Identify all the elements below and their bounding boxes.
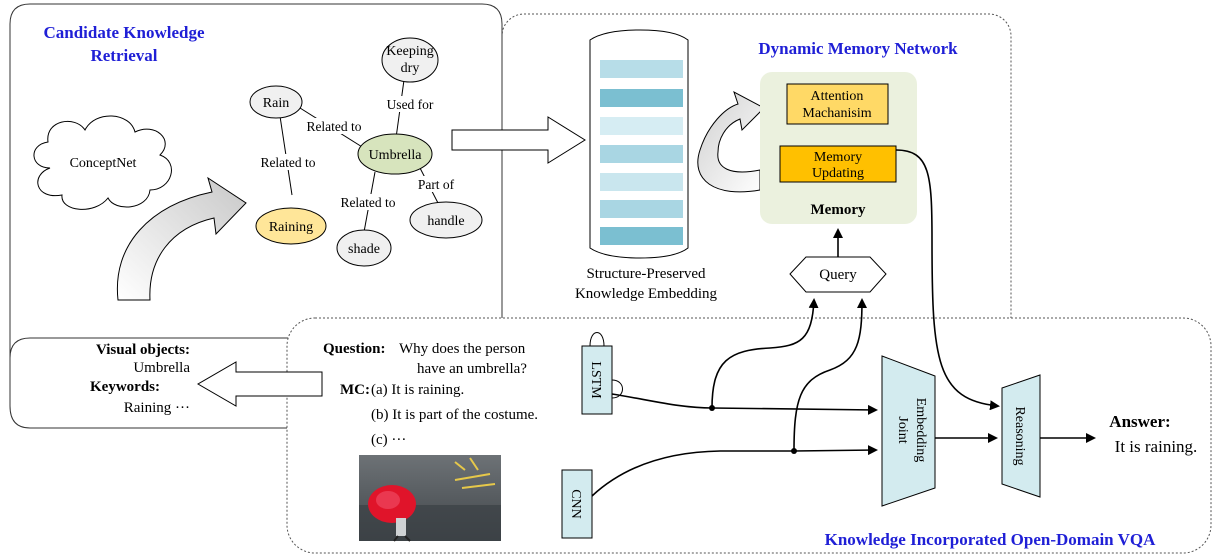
node-shade — [336, 229, 392, 267]
query-hexagon — [789, 256, 887, 293]
embedding-bar-4 — [600, 145, 683, 163]
answer-value: It is raining. — [1115, 437, 1198, 456]
memory-updating-label-line1: Memory — [814, 150, 862, 165]
reasoning-module — [1001, 374, 1041, 498]
joint-embedding-module — [881, 355, 936, 507]
node-umbrella-label: Umbrella — [369, 148, 423, 163]
conceptnet-label: ConceptNet — [70, 156, 137, 171]
edge-label-umbrella-keeping: Used for — [387, 97, 434, 112]
edge-label-rain-raining: Related to — [260, 155, 315, 170]
cnn-to-joint-arrow — [591, 445, 878, 497]
attention-label-line2: Machanisim — [802, 106, 871, 121]
question-label: Question: — [323, 341, 386, 357]
node-keeping-dry — [381, 37, 439, 83]
node-keeping-label-line1: Keeping — [386, 44, 433, 59]
question-to-keywords-arrow — [197, 361, 323, 407]
embedding-bar-1 — [600, 60, 683, 78]
question-line2: have an umbrella? — [417, 361, 527, 377]
memory-title: Dynamic Memory Network — [758, 39, 958, 58]
node-handle-label: handle — [427, 214, 464, 229]
mc-label: MC: — [340, 382, 370, 398]
retrieval-curved-arrow — [116, 176, 247, 301]
graph-to-embedding-arrow — [451, 116, 586, 164]
embedding-label-line2: Knowledge Embedding — [575, 286, 718, 302]
embedding-bar-7 — [600, 227, 683, 245]
node-handle — [409, 201, 483, 239]
node-raining — [255, 207, 327, 245]
attention-label-line1: Attention — [811, 89, 864, 104]
retrieval-frame-left — [9, 3, 31, 358]
node-shade-label: shade — [348, 242, 380, 257]
visual-objects-value: Umbrella — [133, 360, 190, 376]
cnn-label: CNN — [568, 489, 583, 519]
lstm-recurrent-loop — [589, 332, 605, 347]
cnn-to-query-arrow — [793, 298, 867, 452]
mc-option-b: (b) It is part of the costume. — [371, 407, 538, 423]
node-rain-label: Rain — [263, 96, 289, 111]
node-raining-label: Raining — [269, 220, 313, 235]
lstm-to-query-arrow — [711, 298, 819, 409]
edge-label-umbrella-shade: Related to — [340, 195, 395, 210]
lstm-label: LSTM — [588, 361, 603, 399]
lstm-side-loop — [611, 379, 623, 399]
mc-option-a: (a) It is raining. — [371, 382, 464, 398]
embedding-bar-5 — [600, 173, 683, 191]
conceptnet-cloud: ConceptNet — [33, 115, 172, 210]
memory-to-reasoning-arrow — [895, 149, 1000, 411]
query-label: Query — [819, 267, 857, 283]
reasoning-label: Reasoning — [1012, 406, 1027, 465]
memory-loop-arrow — [697, 90, 765, 193]
lstm-module — [581, 345, 613, 415]
memory-updating-box — [779, 145, 897, 183]
memory-label: Memory — [811, 202, 866, 218]
embedding-bar-6 — [600, 200, 683, 218]
edge-label-umbrella-handle: Part of — [418, 177, 455, 192]
keywords-label: Keywords: — [90, 379, 160, 395]
embedding-bar-2 — [600, 89, 683, 107]
retrieval-section-frame — [9, 3, 503, 429]
mc-option-c: (c) ··· — [371, 432, 406, 448]
vqa-section-frame — [286, 317, 1212, 554]
memory-updating-label-line2: Updating — [812, 166, 864, 181]
retrieval-title-line2: Retrieval — [90, 46, 157, 65]
embedding-bar-3 — [600, 117, 683, 135]
node-umbrella — [357, 133, 433, 175]
knowledge-graph: Related to Related to Used for Related t… — [249, 37, 483, 267]
visual-objects-label: Visual objects: — [96, 342, 190, 358]
retrieval-title-line1: Candidate Knowledge — [43, 23, 204, 42]
joint-label-line2: Embedding — [913, 398, 928, 463]
question-line1: Why does the person — [399, 341, 526, 357]
embedding-scroll — [589, 29, 689, 259]
embedding-label-line1: Structure-Preserved — [586, 266, 706, 282]
joint-label-line1: Joint — [895, 416, 910, 443]
edge-label-rain-umbrella: Related to — [306, 119, 361, 134]
node-rain — [249, 85, 303, 119]
attention-box — [786, 83, 889, 125]
cnn-module — [561, 469, 593, 539]
node-keeping-label-line2: dry — [401, 61, 420, 76]
input-photo — [359, 455, 501, 542]
answer-label: Answer: — [1109, 412, 1170, 431]
vqa-title: Knowledge Incorporated Open-Domain VQA — [825, 530, 1156, 549]
keywords-value: Raining ··· — [124, 400, 190, 416]
